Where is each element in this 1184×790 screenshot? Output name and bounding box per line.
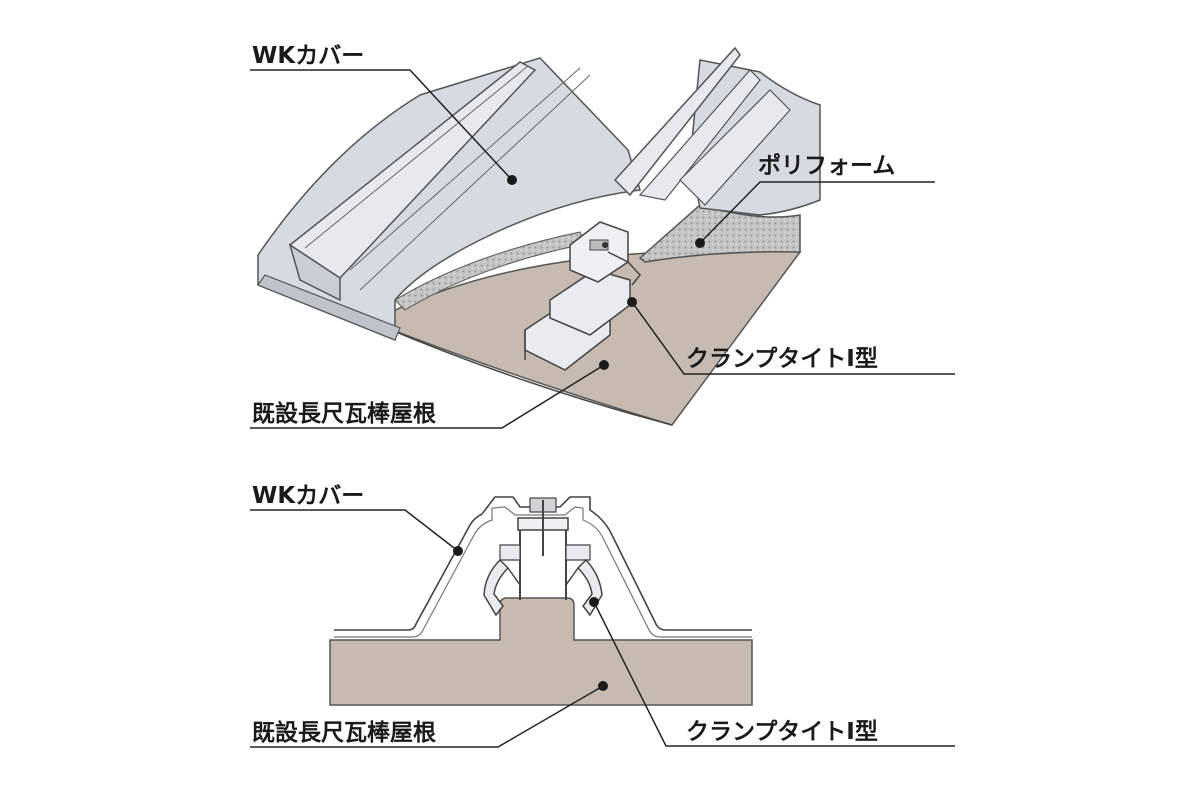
leader-dot bbox=[627, 297, 637, 307]
polyfoam-layer bbox=[638, 204, 801, 263]
label-polyfoam-top: ポリフォーム bbox=[758, 152, 895, 179]
leader-dot bbox=[453, 546, 463, 556]
top-leaders bbox=[250, 69, 955, 429]
label-roof-bottom: 既設長尺瓦棒屋根 bbox=[252, 719, 436, 746]
clamp-assembly-top bbox=[524, 221, 641, 371]
label-wk-cover-bottom: WKカバー bbox=[252, 483, 364, 509]
top-perspective-diagram: WKカバー ポリフォーム クランプタイトⅠ型 既設長尺瓦棒屋根 bbox=[250, 43, 955, 429]
bottom-leaders bbox=[250, 509, 955, 748]
leader-dot bbox=[589, 597, 599, 607]
label-clamp-top: クランプタイトⅠ型 bbox=[686, 346, 878, 372]
bottom-section-diagram: WKカバー クランプタイトⅠ型 既設長尺瓦棒屋根 bbox=[250, 483, 955, 748]
existing-roof-section bbox=[329, 597, 753, 706]
wk-cover-panel-left bbox=[257, 57, 641, 342]
label-roof-top: 既設長尺瓦棒屋根 bbox=[252, 400, 436, 427]
leader-dot bbox=[695, 238, 705, 248]
leader-dot bbox=[598, 681, 608, 691]
leader-dot bbox=[599, 360, 609, 370]
leader-dot bbox=[507, 175, 517, 185]
label-wk-cover-top: WKカバー bbox=[252, 43, 364, 69]
cover-rib-center bbox=[613, 46, 741, 197]
cover-edge-flashing bbox=[257, 274, 401, 341]
label-clamp-bottom: クランプタイトⅠ型 bbox=[686, 719, 878, 745]
roof-edge-line bbox=[371, 321, 673, 426]
